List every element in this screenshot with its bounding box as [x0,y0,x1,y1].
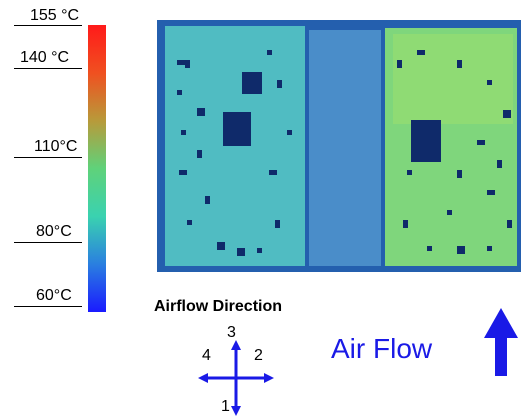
air-flow-label: Air Flow [331,333,433,364]
airflow-compass-icon [198,340,274,416]
pcb-component-dot [269,170,277,175]
pcb-component-dot [447,210,452,215]
pcb-component-dot [185,60,190,68]
pcb-component-dot [277,80,282,88]
pcb-component-dot [487,80,492,85]
temperature-colorbar [88,25,106,312]
pcb-component-dot [457,170,462,178]
pcb-component-dot [487,190,495,195]
legend-label-110: 110°C [34,138,78,155]
pcb-component-dot [457,60,462,68]
legend-tick-line-80 [14,242,82,243]
pcb-dots [177,50,512,256]
component-left-top [242,72,262,94]
component-left-main [223,112,251,146]
middle-strip [309,30,381,266]
pcb-component-dot [177,90,182,95]
pcb-component-dot [205,196,210,204]
legend-tick-line-140 [14,68,82,69]
pcb-component-dot [197,108,205,116]
pcb-component-dot [507,220,512,228]
air-flow-arrow-icon [484,308,518,376]
pcb-component-dot [403,220,408,228]
direction-label-top: 3 [227,324,236,341]
legend-tick-line-155 [14,25,82,26]
pcb-component-dot [407,170,412,175]
legend-label-140: 140 °C [20,49,70,66]
pcb-component-dot [397,60,402,68]
direction-label-right: 2 [254,347,263,364]
pcb-component-dot [287,130,292,135]
thermal-image [157,20,521,272]
pcb-component-dot [275,220,280,228]
pcb-component-dot [257,248,262,253]
pcb-component-dot [217,242,225,250]
pcb-component-dot [187,220,192,225]
pcb-component-dot [457,246,465,254]
pcb-component-dot [267,50,272,55]
pcb-component-dot [237,248,245,256]
legend-label-60: 60°C [36,287,72,304]
component-right-main [411,120,441,162]
legend-label-155: 155 °C [30,7,80,24]
legend-tick-line-110 [14,157,82,158]
legend-tick-line-60 [14,306,82,307]
direction-label-left: 4 [202,347,211,364]
airflow-direction-title: Airflow Direction [154,298,283,315]
pcb-component-dot [477,140,485,145]
pcb-component-dot [177,60,185,65]
pcb-component-dot [417,50,425,55]
direction-label-bottom: 1 [221,398,230,415]
pcb-component-dot [427,246,432,251]
pcb-component-dot [181,130,186,135]
pcb-component-dot [503,110,511,118]
legend-label-80: 80°C [36,223,72,240]
pcb-component-dot [497,160,502,168]
pcb-component-dot [197,150,202,158]
right-hot-area [393,34,513,124]
pcb-component-dot [487,246,492,251]
pcb-component-dot [179,170,187,175]
